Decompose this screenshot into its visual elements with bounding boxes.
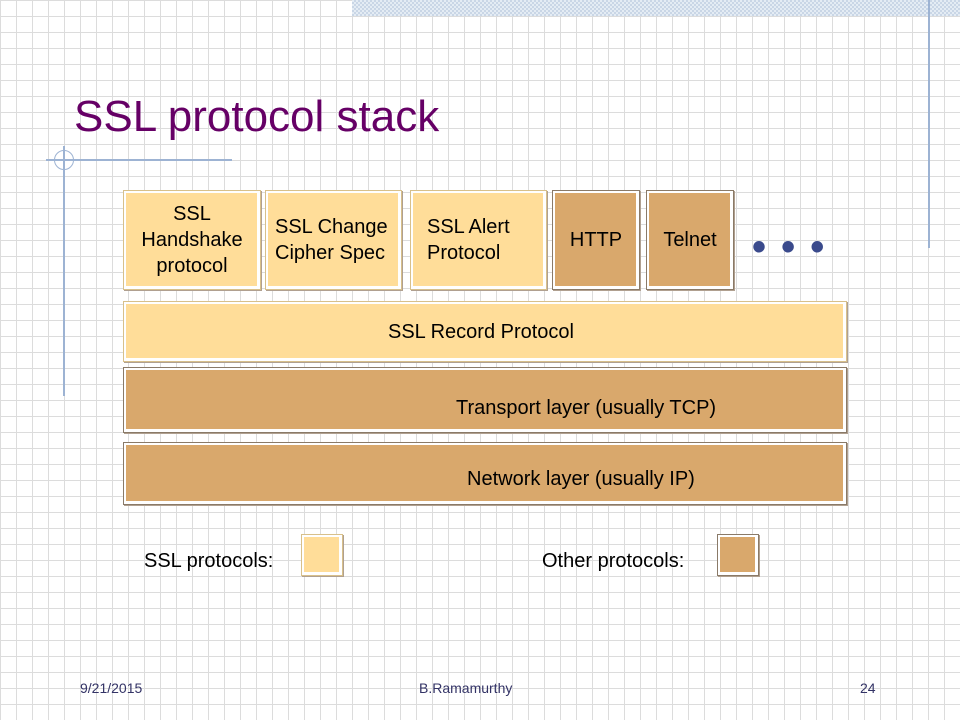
legend-ssl-label: SSL protocols:: [144, 550, 274, 572]
ssl-record-protocol-box: SSL Record Protocol: [123, 301, 847, 362]
slide-title: SSL protocol stack: [74, 92, 440, 141]
ssl-change-cipher-spec-box: SSL Change Cipher Spec: [265, 190, 402, 290]
telnet-box: Telnet: [646, 190, 734, 290]
legend-other-swatch: [717, 534, 759, 576]
ssl-alert-protocol-box: SSL Alert Protocol: [410, 190, 547, 290]
legend-other-label: Other protocols:: [542, 550, 685, 572]
footer-date: 9/21/2015: [80, 680, 143, 696]
decorative-circle: [54, 150, 74, 170]
decorative-vertical-line-right: [928, 0, 930, 248]
http-box: HTTP: [552, 190, 640, 290]
legend-ssl-swatch: [301, 534, 343, 576]
ellipsis: • • •: [752, 225, 827, 269]
footer-author: B.Ramamurthy: [419, 680, 513, 696]
top-decorative-band: [352, 0, 960, 16]
ssl-handshake-protocol-box: SSL Handshake protocol: [123, 190, 261, 290]
transport-layer-box: Transport layer (usually TCP): [123, 367, 847, 433]
decorative-horizontal-line: [46, 159, 232, 161]
network-layer-box: Network layer (usually IP): [123, 442, 847, 505]
footer-page-number: 24: [860, 680, 876, 696]
decorative-vertical-line-left: [63, 146, 65, 396]
